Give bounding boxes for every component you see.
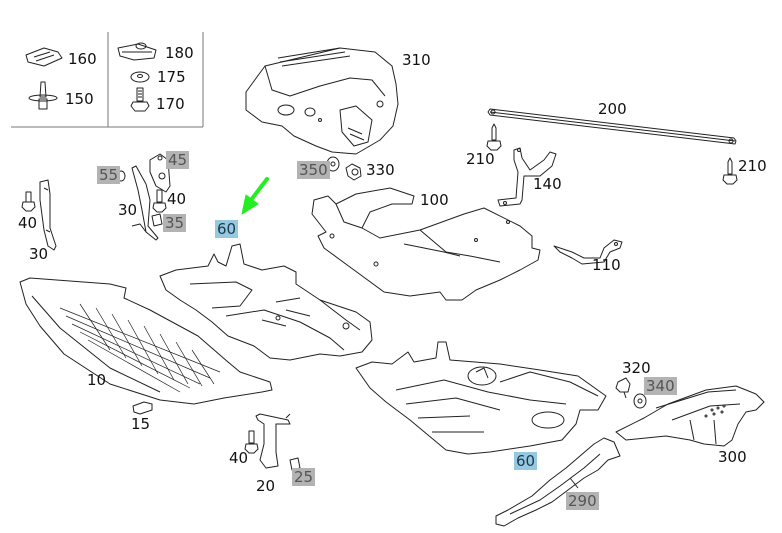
- label-300[interactable]: 300: [718, 448, 747, 466]
- part-30-bracket-left: [39, 179, 57, 251]
- part-40-bolt-upper: [152, 189, 167, 213]
- part-15-clip: [132, 401, 153, 415]
- legend-box-frame: [11, 32, 204, 128]
- label-340[interactable]: 340: [644, 377, 677, 395]
- label-10[interactable]: 10: [87, 371, 107, 389]
- part-310-lining: [245, 47, 399, 155]
- part-10-panel-front: [19, 277, 273, 405]
- part-210-bolt-right: [722, 157, 738, 185]
- part-200-strut: [487, 108, 737, 145]
- label-20[interactable]: 20: [256, 477, 276, 495]
- part-60-panel-upper: [159, 243, 373, 361]
- label-210-right[interactable]: 210: [738, 157, 767, 175]
- part-110-bracket: [553, 239, 623, 265]
- indicator-arrow: [241, 177, 269, 215]
- expansion-rivet-icon: [28, 81, 58, 110]
- label-60-lower[interactable]: 60: [514, 452, 538, 470]
- label-310[interactable]: 310: [402, 51, 431, 69]
- legend-label-175: 175: [157, 68, 186, 86]
- label-15[interactable]: 15: [131, 415, 151, 433]
- legend-label-160: 160: [68, 50, 97, 68]
- label-40-upper[interactable]: 40: [167, 190, 187, 208]
- clip-icon: [25, 47, 63, 67]
- part-210-bolt-left: [486, 123, 502, 151]
- label-210-left[interactable]: 210: [466, 150, 495, 168]
- label-290[interactable]: 290: [566, 492, 599, 510]
- part-30-bracket-upper: [131, 165, 159, 241]
- part-300-panel: [615, 385, 765, 447]
- part-140-bracket: [497, 147, 557, 207]
- label-200[interactable]: 200: [598, 100, 627, 118]
- washer-icon: [130, 71, 150, 83]
- part-20-bracket: [255, 413, 291, 469]
- label-320[interactable]: 320: [622, 359, 651, 377]
- label-40-lower[interactable]: 40: [229, 449, 249, 467]
- part-330-nut: [345, 163, 362, 181]
- label-55[interactable]: 55: [97, 166, 121, 184]
- part-100-lining: [311, 187, 541, 301]
- part-40-bolt-left: [21, 191, 36, 212]
- label-330[interactable]: 330: [366, 161, 395, 179]
- part-320-screw: [615, 377, 631, 399]
- label-100[interactable]: 100: [420, 191, 449, 209]
- bolt-icon: [130, 87, 150, 112]
- spring-nut-icon: [117, 42, 157, 61]
- label-25[interactable]: 25: [292, 468, 316, 486]
- legend-label-150: 150: [65, 90, 94, 108]
- label-110[interactable]: 110: [592, 256, 621, 274]
- label-350[interactable]: 350: [297, 161, 330, 179]
- part-290-trim: [495, 437, 621, 527]
- part-40-bolt-lower: [244, 430, 259, 454]
- part-60-panel-lower: [355, 341, 607, 455]
- label-35[interactable]: 35: [163, 214, 187, 232]
- label-60-upper[interactable]: 60: [215, 220, 239, 238]
- legend-label-170: 170: [156, 95, 185, 113]
- part-45-plate: [149, 153, 171, 193]
- label-140[interactable]: 140: [533, 175, 562, 193]
- part-340-washer: [633, 393, 647, 409]
- label-40-left[interactable]: 40: [18, 214, 38, 232]
- part-35-clip: [151, 213, 163, 227]
- label-30-upper[interactable]: 30: [118, 201, 138, 219]
- legend-label-180: 180: [165, 44, 194, 62]
- label-30-left[interactable]: 30: [29, 245, 49, 263]
- label-45[interactable]: 45: [166, 151, 190, 169]
